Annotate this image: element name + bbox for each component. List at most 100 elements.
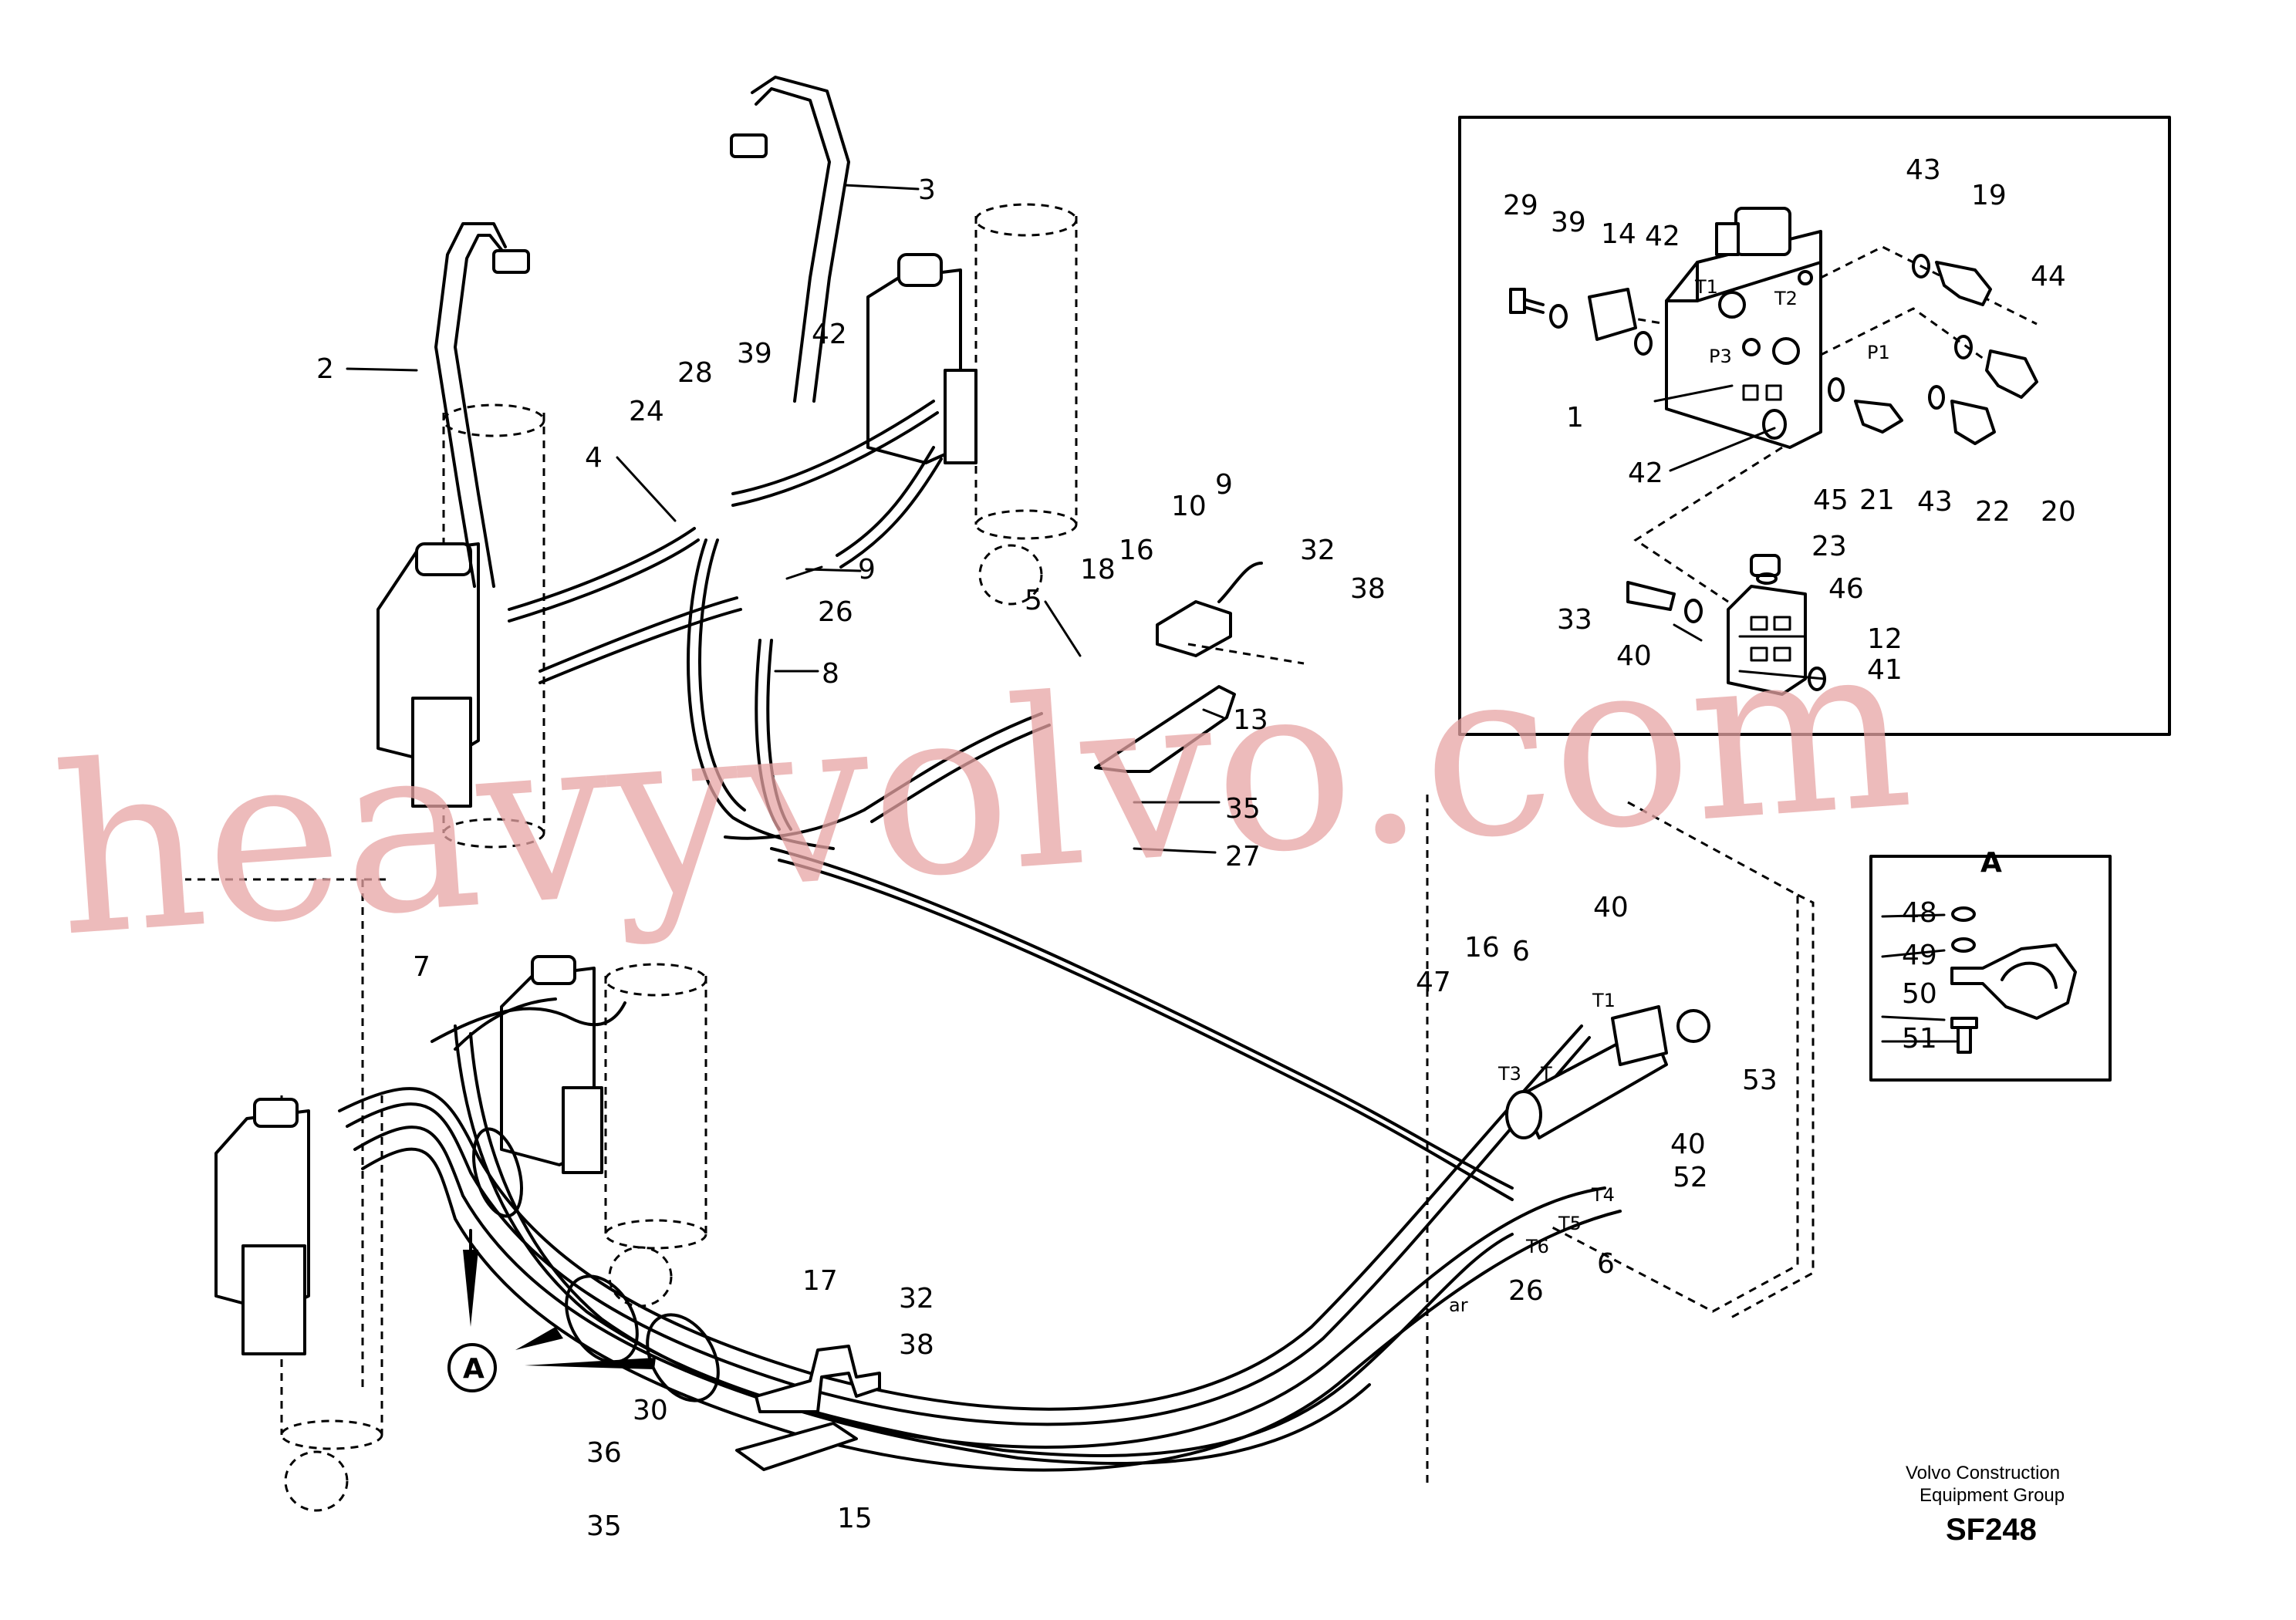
callout: 42 <box>812 319 847 350</box>
clamp-ring-2 <box>565 1274 639 1364</box>
bracket-18 <box>735 1345 881 1471</box>
callout: 46 <box>1828 573 1864 605</box>
pipes <box>434 76 850 588</box>
callout: 50 <box>1902 978 1937 1010</box>
callout: 13 <box>1233 704 1268 736</box>
hoses-lower-bundle <box>338 997 1622 1472</box>
inset-parts <box>1509 254 2038 696</box>
valve-block-1 <box>1665 207 1822 449</box>
callout: 42 <box>1628 457 1663 489</box>
valve-lower-left <box>214 1098 310 1355</box>
callout: 5 <box>1025 585 1042 616</box>
clamp-ring-3 <box>646 1313 720 1402</box>
callout: 49 <box>1902 940 1937 971</box>
callout: 32 <box>899 1283 934 1315</box>
port-label-p1: P1 <box>1867 342 1890 363</box>
callout: 23 <box>1811 531 1847 562</box>
callout: 38 <box>1350 573 1386 605</box>
callout: 28 <box>677 357 713 389</box>
callout: 6 <box>1597 1248 1615 1280</box>
callout: 20 <box>2041 496 2076 528</box>
callout: 9 <box>1215 469 1233 501</box>
callout: 14 <box>1601 218 1636 250</box>
detail-a-callout-circle <box>447 1343 497 1392</box>
callout: 35 <box>1225 793 1261 825</box>
callout: 35 <box>586 1510 622 1542</box>
callout: 17 <box>802 1265 838 1297</box>
callout: 10 <box>1171 491 1207 522</box>
callout: 21 <box>1859 484 1895 516</box>
credit-line-1: Volvo Construction <box>1906 1463 2060 1483</box>
port-label-t4: T4 <box>1591 1184 1615 1206</box>
callout: 27 <box>1225 841 1261 872</box>
port-label-t5: T5 <box>1558 1213 1582 1234</box>
callout: 51 <box>1902 1023 1937 1055</box>
callout: 36 <box>586 1437 622 1469</box>
callout: 40 <box>1593 892 1629 923</box>
callout: 6 <box>1512 936 1530 967</box>
port-label-t1: T1 <box>1694 276 1718 298</box>
callout: 26 <box>1508 1275 1544 1307</box>
callout: 43 <box>1917 486 1953 518</box>
callout: 4 <box>585 442 603 474</box>
leader-lines <box>346 184 1957 1043</box>
port-label-t3: T3 <box>1497 1063 1521 1085</box>
detail-a-title: A <box>1980 847 2002 879</box>
port-label-t2: T2 <box>1774 288 1798 309</box>
callout: 1 <box>1566 402 1584 434</box>
callout-numbers: 2 3 28 39 42 4 24 9 26 8 5 18 16 10 9 32… <box>316 154 2076 1542</box>
callout: 47 <box>1416 967 1451 998</box>
callout: 48 <box>1902 897 1937 929</box>
callout: 22 <box>1975 496 2011 528</box>
callout: 42 <box>1645 221 1680 252</box>
callout: 12 <box>1867 623 1903 655</box>
callout: 53 <box>1742 1065 1778 1096</box>
port-label-t6: T6 <box>1525 1236 1549 1257</box>
port-label-p3: P3 <box>1709 346 1732 367</box>
callout: 15 <box>837 1503 873 1534</box>
callout: 41 <box>1867 654 1903 686</box>
callout: 52 <box>1673 1162 1708 1193</box>
callout: 2 <box>316 353 334 385</box>
callout: 7 <box>413 951 430 983</box>
credit-line-2: Equipment Group <box>1920 1485 2065 1506</box>
port-label-t: T <box>1540 1063 1552 1085</box>
callout: 40 <box>1670 1129 1706 1160</box>
callout: 3 <box>918 174 936 206</box>
callout: 16 <box>1119 535 1154 566</box>
callout: 33 <box>1557 604 1592 636</box>
detail-a-clamp <box>1950 906 2077 1054</box>
valve-upper-left <box>376 542 480 808</box>
callout: 9 <box>858 554 876 586</box>
callout: 30 <box>633 1395 668 1426</box>
port-label-t1-main: T1 <box>1592 990 1616 1011</box>
callout: 39 <box>737 338 772 370</box>
bracket-14 <box>1094 685 1236 773</box>
callout: 16 <box>1464 932 1500 964</box>
credit-code: SF248 <box>1946 1513 2037 1547</box>
port-label-ar: ar <box>1449 1294 1468 1316</box>
hoses-upper <box>508 400 1514 1201</box>
callout: 39 <box>1551 207 1586 238</box>
callout: 8 <box>822 658 839 690</box>
callout: 26 <box>818 596 853 628</box>
callout: 19 <box>1971 180 2007 211</box>
detail-a-frame <box>1869 855 2112 1082</box>
callout: 24 <box>629 396 664 427</box>
callout: 43 <box>1906 154 1941 186</box>
callout: 45 <box>1813 484 1849 516</box>
manifold-34 <box>1505 1005 1710 1139</box>
callout: 38 <box>899 1329 934 1361</box>
solenoid-11 <box>1156 562 1263 657</box>
callout: 29 <box>1503 190 1538 221</box>
callout: 18 <box>1080 554 1116 586</box>
inset-frame <box>1458 116 2171 736</box>
callout: 32 <box>1300 535 1335 566</box>
valve-lower-center <box>500 955 603 1174</box>
callout: 44 <box>2031 261 2066 292</box>
clamp-ring-1 <box>472 1127 523 1218</box>
valve-upper-right <box>866 253 977 464</box>
callout: 40 <box>1616 640 1652 672</box>
